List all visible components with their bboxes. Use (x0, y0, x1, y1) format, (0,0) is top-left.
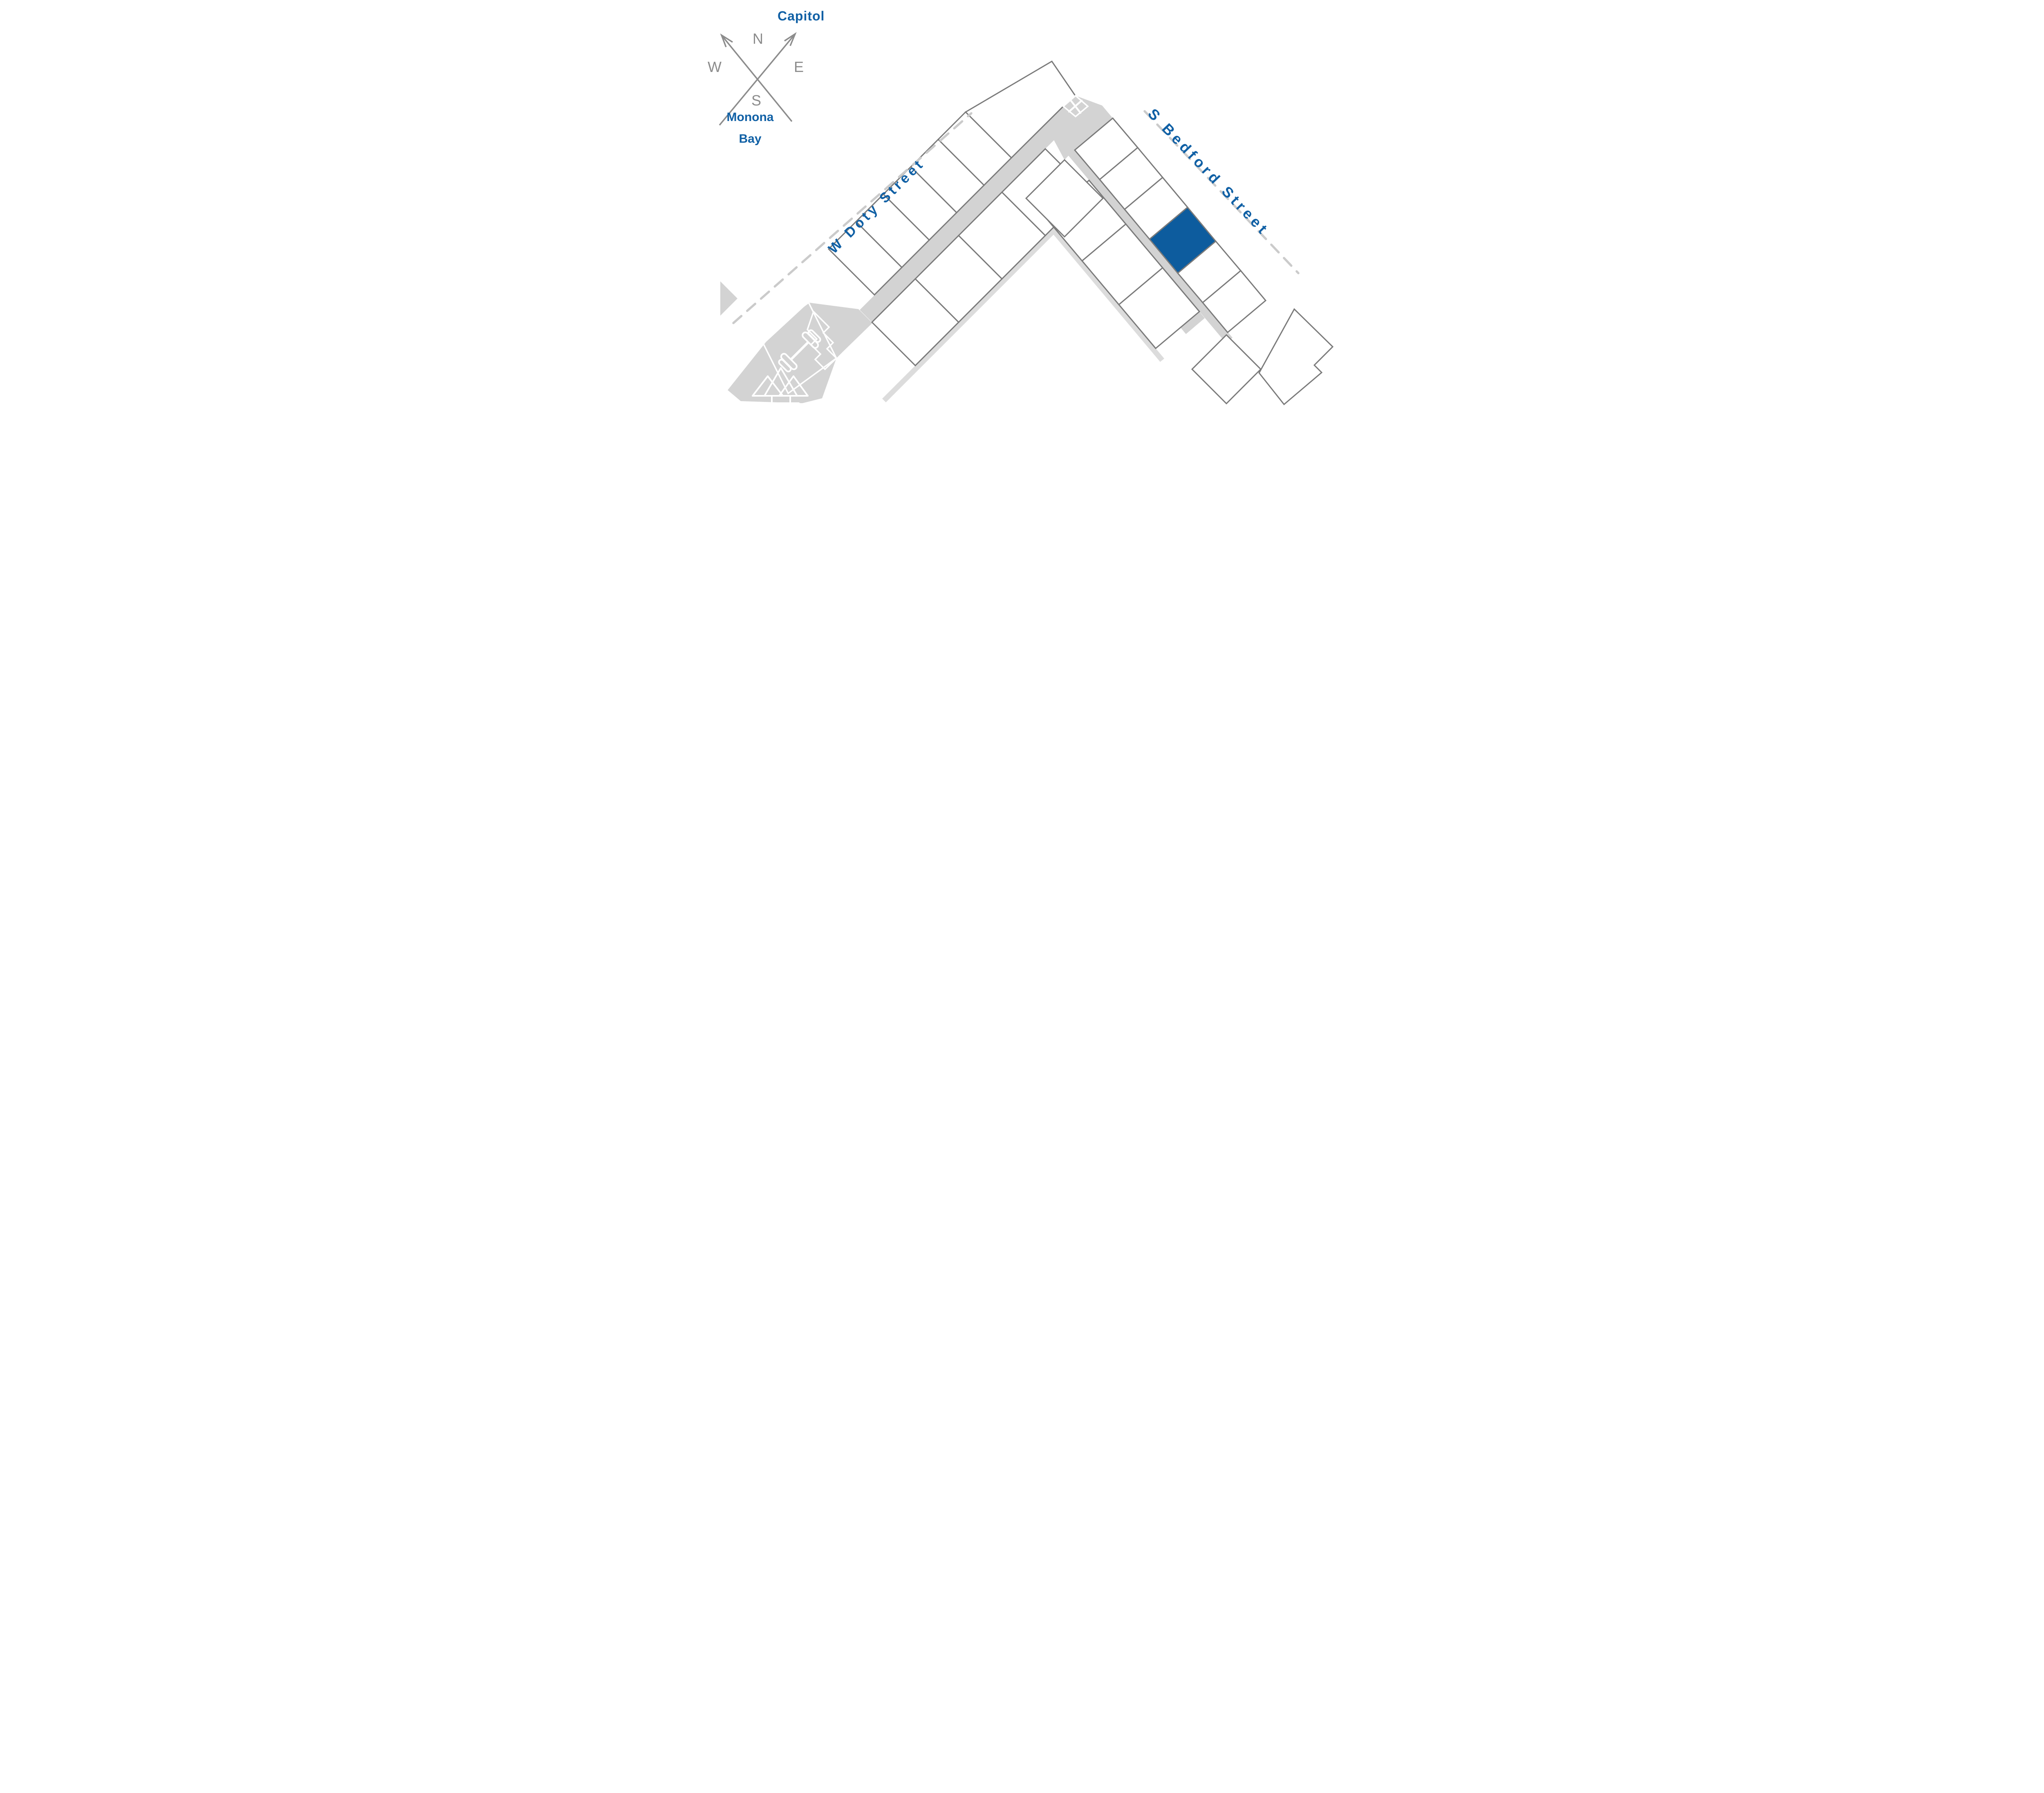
compass-east-label: E (793, 58, 803, 75)
path-strip-right (1049, 227, 1164, 362)
inner-path-strips (882, 227, 1164, 402)
doty-parcel-5 (827, 220, 903, 296)
path-strip-left (882, 227, 1058, 402)
park-details (751, 301, 837, 404)
park-diamond-outline (759, 301, 837, 395)
compass-arrows-icon (719, 32, 797, 126)
x-mark-icon (1068, 99, 1083, 114)
compass-south-label: S (751, 92, 761, 109)
alley-left-branch (859, 106, 1076, 322)
bedford-parcel-6 (1201, 269, 1266, 334)
apex-parcel (964, 60, 1076, 159)
crossed-lot (1062, 94, 1089, 118)
inner-apex-parcel (1025, 159, 1104, 238)
corner-parcel-1 (1191, 334, 1262, 405)
park-wedge (720, 281, 737, 316)
monona-bay-label-line1: Monona (726, 110, 773, 124)
bedford-street-dashes (1143, 110, 1300, 274)
inner-right-parcel-3 (1118, 267, 1200, 350)
dumbbell-icon (778, 329, 821, 373)
doty-street-dashes (732, 112, 973, 324)
trees-icon (751, 367, 809, 404)
monona-bay-label-line2: Bay (739, 132, 761, 146)
site-map-page: W Doty Street S Bedford Street N W E S C… (706, 0, 1338, 410)
corner-parcel-2 (1258, 308, 1334, 406)
compass: N W E S (708, 30, 804, 126)
capitol-label: Capitol (778, 9, 825, 23)
alley-roads (859, 96, 1233, 343)
inner-parcels (871, 148, 1200, 367)
compass-west-label: W (708, 58, 722, 75)
park-area (720, 281, 872, 403)
compass-north-label: N (753, 30, 763, 47)
alley-right-branch (1057, 137, 1233, 343)
building-footprint-outline (806, 310, 837, 370)
bedford-street-parcels (1074, 117, 1334, 406)
site-map-canvas: W Doty Street S Bedford Street N W E S C… (708, 9, 1334, 406)
doty-street-parcels (827, 60, 1076, 296)
landmark-labels: Capitol Monona Bay (726, 9, 825, 146)
park-polygon (727, 303, 872, 403)
